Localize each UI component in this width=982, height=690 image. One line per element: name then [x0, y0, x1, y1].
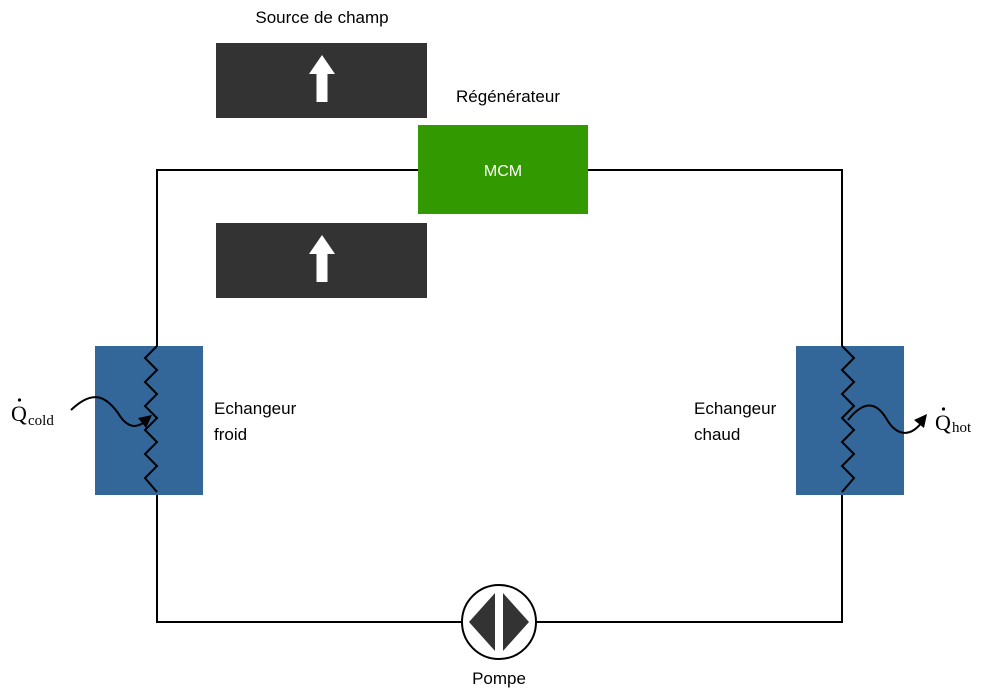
regenerator-label: Régénérateur: [456, 87, 560, 106]
hot-heat-flow: Q hot: [847, 404, 972, 436]
hot-exchanger-label-line1: Echangeur: [694, 399, 777, 418]
q-hot-dot: [941, 407, 946, 411]
q-cold-subscript: cold: [28, 413, 54, 429]
circuit-top-right-pipe: [588, 169, 843, 348]
mcm-block: [418, 125, 588, 214]
hot-exchanger-body: [796, 346, 904, 495]
pump-right-triangle: [503, 593, 529, 651]
hot-exchanger-coil: [840, 345, 856, 493]
pump-body: [461, 584, 537, 660]
q-cold-symbol: Q: [11, 401, 27, 426]
q-cold-dot: [17, 398, 22, 402]
magnet-bottom: [216, 223, 427, 298]
circuit-top-left-pipe: [156, 169, 418, 348]
cold-exchanger-coil: [143, 345, 159, 493]
field-up-arrow-icon: [309, 235, 335, 282]
q-hot-arrowhead-icon: [914, 414, 927, 428]
circuit-bottom-left-pipe: [156, 492, 461, 623]
mcm-regenerator: MCM: [418, 125, 588, 214]
hot-exchanger-label-line2: chaud: [694, 425, 740, 444]
hot-heat-exchanger: [796, 345, 904, 495]
q-cold-wavy-arrow: [70, 396, 148, 427]
cold-exchanger-label-line2: froid: [214, 425, 247, 444]
fluid-circuit: [156, 169, 843, 623]
q-hot-symbol: Q: [935, 410, 951, 435]
cold-exchanger-label-line1: Echangeur: [214, 399, 297, 418]
q-hot-subscript: hot: [952, 420, 972, 436]
magnet-top: [216, 43, 427, 118]
q-cold-arrowhead-icon: [138, 415, 152, 428]
field-source-label: Source de champ: [255, 8, 388, 27]
pump: [461, 584, 537, 660]
cold-heat-flow: Q cold: [11, 396, 152, 429]
pump-left-triangle: [469, 593, 495, 651]
mcm-label: MCM: [484, 163, 522, 180]
q-hot-wavy-arrow: [847, 404, 923, 434]
pump-label: Pompe: [472, 669, 526, 688]
circuit-bottom-right-pipe: [537, 492, 843, 623]
field-up-arrow-icon: [309, 55, 335, 102]
